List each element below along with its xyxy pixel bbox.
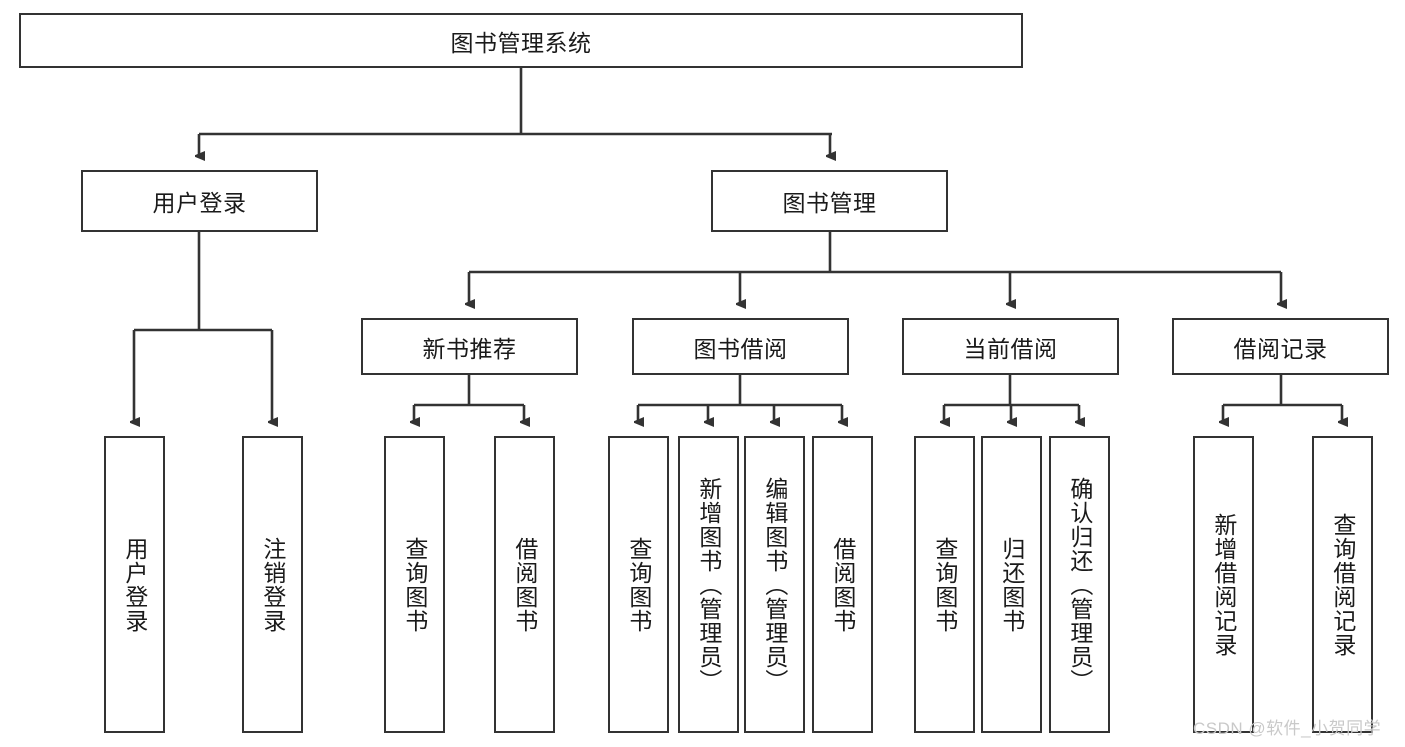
leaf-user-login-login[interactable]: 用户登录: [104, 436, 165, 733]
leaf-current-return-book[interactable]: 归还图书: [981, 436, 1042, 733]
leaf-current-confirm-return-admin[interactable]: 确认归还（管理员）: [1049, 436, 1110, 733]
leaf-user-login-logout[interactable]: 注销登录: [242, 436, 303, 733]
node-book-management[interactable]: 图书管理: [711, 170, 948, 232]
node-new-book-recommend[interactable]: 新书推荐: [361, 318, 578, 375]
leaf-recommend-query-book[interactable]: 查询图书: [384, 436, 445, 733]
leaf-borrow-add-book-admin[interactable]: 新增图书（管理员）: [678, 436, 739, 733]
node-book-borrow[interactable]: 图书借阅: [632, 318, 849, 375]
leaf-borrow-edit-book-admin[interactable]: 编辑图书（管理员）: [744, 436, 805, 733]
node-current-borrow[interactable]: 当前借阅: [902, 318, 1119, 375]
node-root[interactable]: 图书管理系统: [19, 13, 1023, 68]
leaf-record-query-record[interactable]: 查询借阅记录: [1312, 436, 1373, 733]
leaf-record-add-record[interactable]: 新增借阅记录: [1193, 436, 1254, 733]
node-user-login[interactable]: 用户登录: [81, 170, 318, 232]
leaf-current-query-book[interactable]: 查询图书: [914, 436, 975, 733]
csdn-watermark: CSDN @软件_小贺同学: [1193, 719, 1382, 738]
leaf-borrow-query-book[interactable]: 查询图书: [608, 436, 669, 733]
leaf-recommend-borrow-book[interactable]: 借阅图书: [494, 436, 555, 733]
leaf-borrow-borrow-book[interactable]: 借阅图书: [812, 436, 873, 733]
node-borrow-record[interactable]: 借阅记录: [1172, 318, 1389, 375]
